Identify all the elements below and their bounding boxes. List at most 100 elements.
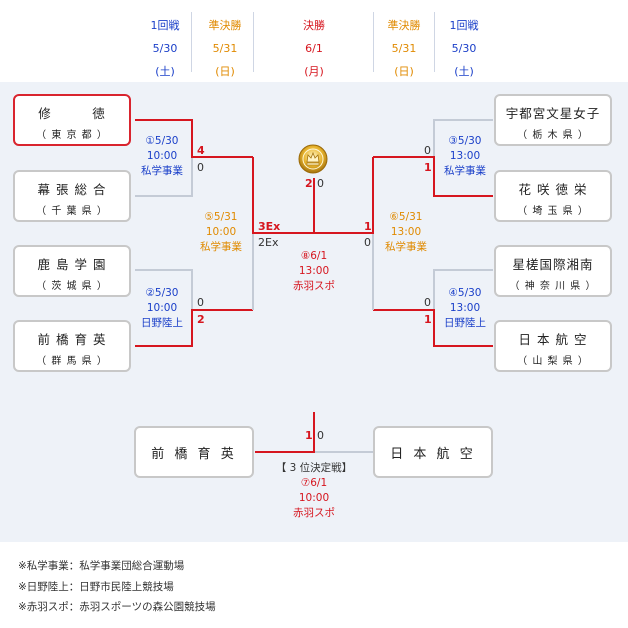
team-card-maebashi-ikuei: 前 橋 育 英 （ 群 馬 県 ） [13,320,131,372]
bracket-line-m3-loser [433,119,493,157]
header-semifinal-left: 準決勝 5/31 (日) [200,14,250,83]
team-card-utsunomiya-bunsei: 宇都宮文星女子 （ 栃 木 県 ） [494,94,612,146]
match-time: 13:00 [298,265,330,277]
match-info-3: ③5/30 13:00 私学事業 [427,134,503,179]
header-day: (土) [454,65,474,78]
match-venue: 私学事業 [141,165,183,177]
score-m3-top: 0 [424,144,431,157]
header-round1-right: 1回戦 5/30 (土) [439,14,489,83]
header-divider [253,12,254,72]
match-time: 13:00 [390,226,422,238]
score-m1-top: 4 [197,144,205,157]
header-round-label: 決勝 [303,19,325,32]
header-divider [191,12,192,72]
match-info-6: ⑥5/31 13:00 私学事業 [368,210,444,255]
team-prefecture: （ 千 葉 県 ） [36,206,108,217]
team-card-shutoku: 修 徳 （ 東 京 都 ） [13,94,131,146]
score-final-right: 0 [317,177,324,190]
match-info-2: ②5/30 10:00 日野陸上 [124,286,200,331]
header-date: 5/31 [212,42,238,55]
bracket-line-m4-winner [373,309,493,347]
match-venue: 私学事業 [444,165,486,177]
match-time: 13:00 [449,302,481,314]
header-day: (月) [304,65,324,78]
bracket-line-m2-winner [135,309,253,347]
team-card-seisa-shonan: 星槎国際湘南 （ 神 奈 川 県 ） [494,245,612,297]
score-m2-bottom: 2 [197,313,205,326]
team-name: 宇都宮文星女子 [505,106,601,121]
match-number-date: ⑧6/1 [300,250,328,262]
team-name: 鹿 島 学 園 [37,257,107,272]
score-m4-top: 0 [424,296,431,309]
header-date: 5/30 [152,42,178,55]
header-date: 5/30 [451,42,477,55]
score-m6-bottom: 0 [364,236,371,249]
team-prefecture: （ 神 奈 川 県 ） [509,281,597,292]
third-place-team-left: 前 橋 育 英 [134,426,254,478]
match-number-date: ①5/30 [145,135,179,147]
venue-note: ※私学事業：私学事業団総合運動場 [18,560,185,572]
match-info-1: ①5/30 10:00 私学事業 [124,134,200,179]
match-venue: 赤羽スポ [293,280,335,292]
bracket-line-third-winner [255,412,315,453]
venue-note: ※赤羽スポ：赤羽スポーツの森公園競技場 [18,601,216,613]
header-round1-left: 1回戦 5/30 (土) [140,14,190,83]
venue-note: ※日野陸上：日野市民陸上競技場 [18,581,174,593]
score-final-left: 2 [305,177,313,190]
score-m5-top: 3Ex [258,220,281,233]
team-name: 花 咲 徳 栄 [518,182,588,197]
team-prefecture: （ 埼 玉 県 ） [517,206,589,217]
match-number-date: ⑥5/31 [389,211,423,223]
bracket-line-m1-loser [135,158,193,197]
team-card-makuhari-sogo: 幕 張 総 合 （ 千 葉 県 ） [13,170,131,222]
header-date: 5/31 [391,42,417,55]
header-day: (日) [394,65,414,78]
score-m1-bottom: 0 [197,161,204,174]
match-info-4: ④5/30 13:00 日野陸上 [427,286,503,331]
bracket-line-m1-winner [135,119,253,158]
match-time: 13:00 [449,150,481,162]
score-third-left: 1 [305,429,313,442]
match-time: 10:00 [146,302,178,314]
header-final: 決勝 6/1 (月) [289,14,339,83]
match-venue: 私学事業 [385,241,427,253]
match-number-date: ④5/30 [448,287,482,299]
header-round-label: 1回戦 [150,19,180,32]
match-venue: 日野陸上 [444,317,486,329]
bracket-line-m4-loser [433,269,493,310]
team-prefecture: （ 東 京 都 ） [36,130,108,141]
team-name: 日 本 航 空 [390,447,476,462]
third-place-label: 【 3 位決定戦】 [275,462,353,474]
bracket-line-m6-winner [314,157,374,234]
match-info-final: ⑧6/1 13:00 赤羽スポ [276,249,352,294]
score-m5-bottom: 2Ex [258,236,279,249]
match-venue: 私学事業 [200,241,242,253]
score-m6-top: 1 [364,220,372,233]
header-day: (日) [215,65,235,78]
score-third-right: 0 [317,429,324,442]
match-venue: 日野陸上 [141,317,183,329]
team-name: 星槎国際湘南 [512,257,594,272]
header-divider [434,12,435,72]
score-m3-bottom: 1 [424,161,432,174]
team-name: 日 本 航 空 [518,332,588,347]
header-round-label: 1回戦 [449,19,479,32]
match-info-5: ⑤5/31 10:00 私学事業 [183,210,259,255]
match-time: 10:00 [146,150,178,162]
bracket-line-m5-winner [252,157,315,234]
third-place-team-right: 日 本 航 空 [373,426,493,478]
team-card-hanasaki-tokuharu: 花 咲 徳 栄 （ 埼 玉 県 ） [494,170,612,222]
score-m4-bottom: 1 [424,313,432,326]
header-day: (土) [155,65,175,78]
team-name: 幕 張 総 合 [37,182,107,197]
match-venue: 赤羽スポ [293,507,335,519]
match-time: 10:00 [298,492,330,504]
match-number-date: ②5/30 [145,287,179,299]
bracket-line-m2-loser [135,269,193,310]
match-time: 10:00 [205,226,237,238]
bracket-line-m3-winner [373,156,493,197]
team-name: 前 橋 育 英 [151,447,237,462]
team-name: 前 橋 育 英 [37,332,107,347]
header-semifinal-right: 準決勝 5/31 (日) [379,14,429,83]
